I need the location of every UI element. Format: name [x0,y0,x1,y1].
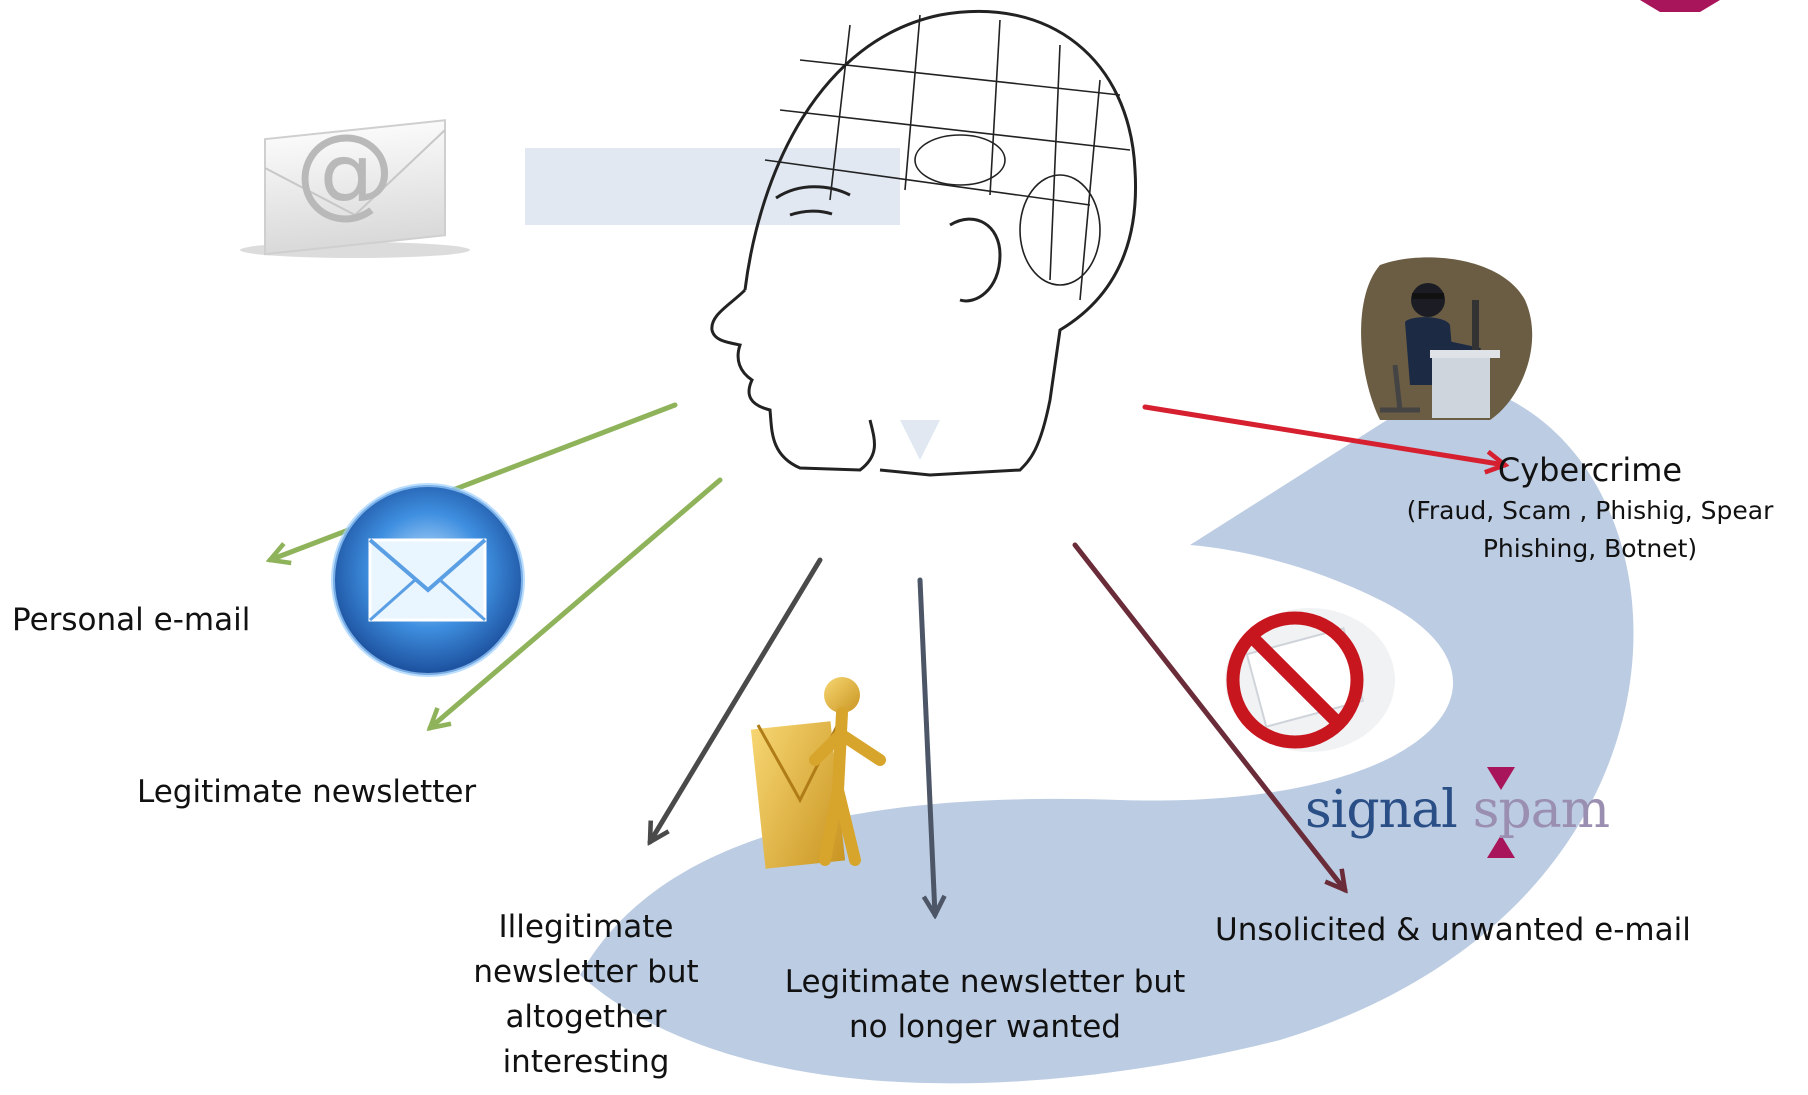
phrenology-head-illustration [710,9,1138,477]
arrow-illegit [647,557,823,842]
arrow-legit [430,477,723,728]
corner-logo-mark [1640,0,1720,12]
arrow-unsolicited [1072,542,1345,890]
hacker-computer-icon [1361,257,1533,420]
label-cybercrime: Cybercrime (Fraud, Scam , Phishig, Spear… [1395,450,1785,568]
signal-spam-logo-mark [1487,767,1515,858]
arrow-cybercrime [1142,404,1505,465]
at-envelope-icon: @ [240,112,470,258]
personal-mail-orb-icon [331,483,525,677]
cybercrime-title: Cybercrime [1497,451,1683,489]
gold-figure-envelope-icon [750,677,886,869]
no-spam-sign-icon [1225,608,1395,752]
logo-word-spam: spam [1472,780,1610,840]
arrows [270,402,1505,915]
label-unsolicited-email: Unsolicited & unwanted e-mail [1215,912,1691,948]
label-illegitimate-newsletter: Illegitimate newsletter but altogether i… [473,909,699,1080]
label-no-longer-wanted: Legitimate newsletter but no longer want… [784,964,1186,1045]
arrow-personal [270,402,678,560]
label-personal-email: Personal e-mail [12,602,251,638]
svg-text:@: @ [295,112,395,229]
logo-word-signal: signal [1305,780,1458,840]
arrow-nolonger [917,577,935,915]
label-legitimate-newsletter: Legitimate newsletter [137,774,477,810]
cybercrime-subtitle: (Fraud, Scam , Phishig, Spear Phishing, … [1406,495,1774,563]
